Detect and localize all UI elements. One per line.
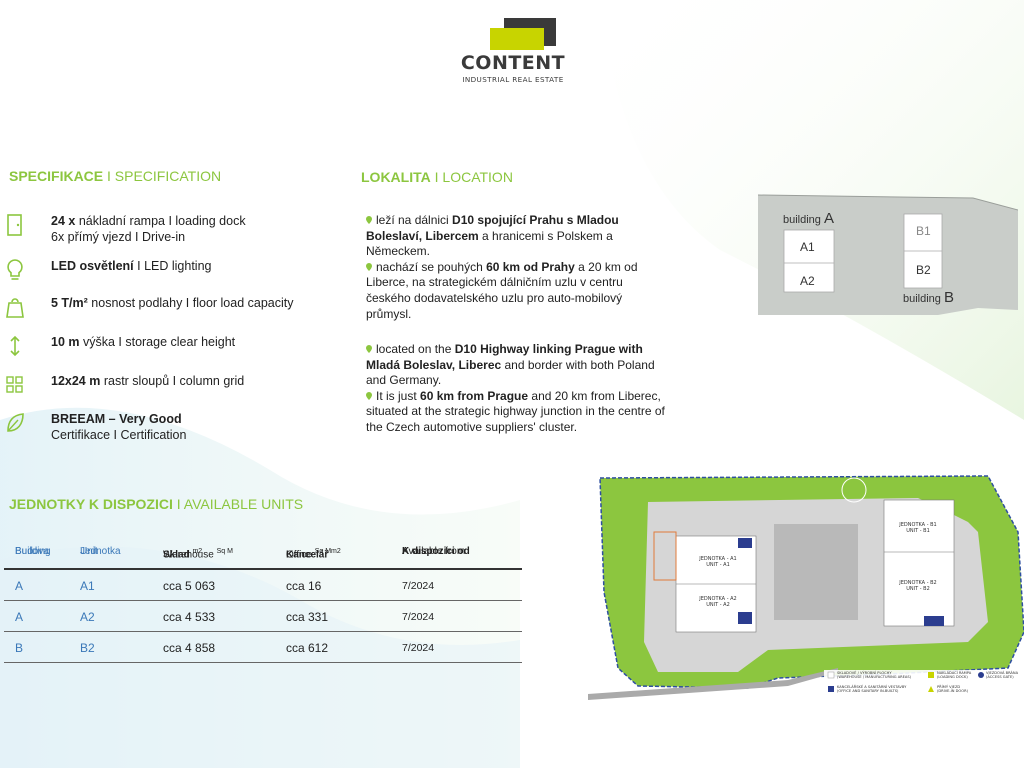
- building-b-label: building B: [903, 289, 954, 306]
- location-cz-paragraph-1: leží na dálnici D10 spojující Prahu s Ml…: [366, 213, 619, 259]
- weight-icon: [6, 298, 24, 318]
- door-icon: [7, 214, 22, 236]
- logo-subtitle: INDUSTRIAL REAL ESTATE: [462, 75, 564, 84]
- location-pin-icon: [366, 345, 372, 353]
- legend-loading-dock: NAKLÁDACÍ RAMPA(LOADING DOCK): [937, 671, 972, 680]
- location-en-paragraph-1: located on the D10 Highway linking Pragu…: [366, 342, 655, 388]
- leaf-icon: [7, 413, 24, 432]
- location-text-en: located on the D10 Highway linking Pragu…: [366, 342, 666, 436]
- company-logo: CONTENT INDUSTRIAL REAL ESTATE: [432, 0, 594, 100]
- table-row: B B2 cca 4 858 cca 612 7/2024: [4, 632, 522, 663]
- lightbulb-icon: [7, 259, 23, 280]
- building-a-label: building A: [783, 210, 834, 227]
- legend-warehouse: SKLADOVÉ / VÝROBNÍ PLOCHY(WAREHOUSE / MA…: [837, 671, 912, 680]
- grid-icon: [6, 376, 23, 393]
- location-pin-icon: [366, 262, 372, 271]
- unit-a1-label: A1: [800, 240, 815, 254]
- legend-drive-in: PŘÍMÝ VJEZD(DRIVE-IN DOOR): [937, 685, 968, 694]
- location-text-cz: leží na dálnici D10 spojující Prahu s Ml…: [366, 213, 666, 322]
- site-plan-drawing: [588, 475, 1024, 710]
- logo-mark-icon: [490, 18, 556, 50]
- building-layout-plan: building A A1 A2 B1 B2 building B: [757, 190, 1019, 330]
- logo-name: CONTENT: [460, 52, 566, 74]
- unit-b2-label: B2: [916, 263, 931, 277]
- specification-title: SPECIFIKACE I SPECIFICATION: [9, 168, 222, 184]
- building-layout-drawing: [757, 194, 1019, 315]
- location-pin-icon: [366, 216, 372, 224]
- height-arrow-icon: [10, 335, 20, 357]
- unit-b1-label: B1: [916, 224, 931, 238]
- legend-office: KANCELÁŘSKÉ A SANITÁRNÍ VESTAVBY(OFFICE …: [837, 685, 907, 694]
- legend-access-gate: VJEZDOVÁ BRÁNA(ACCESS GATE): [986, 671, 1019, 680]
- table-row: A A1 cca 5 063 cca 16 7/2024: [4, 570, 522, 601]
- location-en-paragraph-2: It is just 60 km from Prague and 20 km f…: [366, 388, 665, 434]
- location-pin-icon: [366, 391, 372, 400]
- table-row: A A2 cca 4 533 cca 331 7/2024: [4, 601, 522, 632]
- location-cz-paragraph-2: nachází se pouhých 60 km od Prahy a 20 k…: [366, 259, 638, 321]
- unit-a2-label: A2: [800, 274, 815, 288]
- location-title: LOKALITA I LOCATION: [361, 169, 513, 185]
- units-title: JEDNOTKY K DISPOZICI I AVAILABLE UNITS: [9, 496, 304, 512]
